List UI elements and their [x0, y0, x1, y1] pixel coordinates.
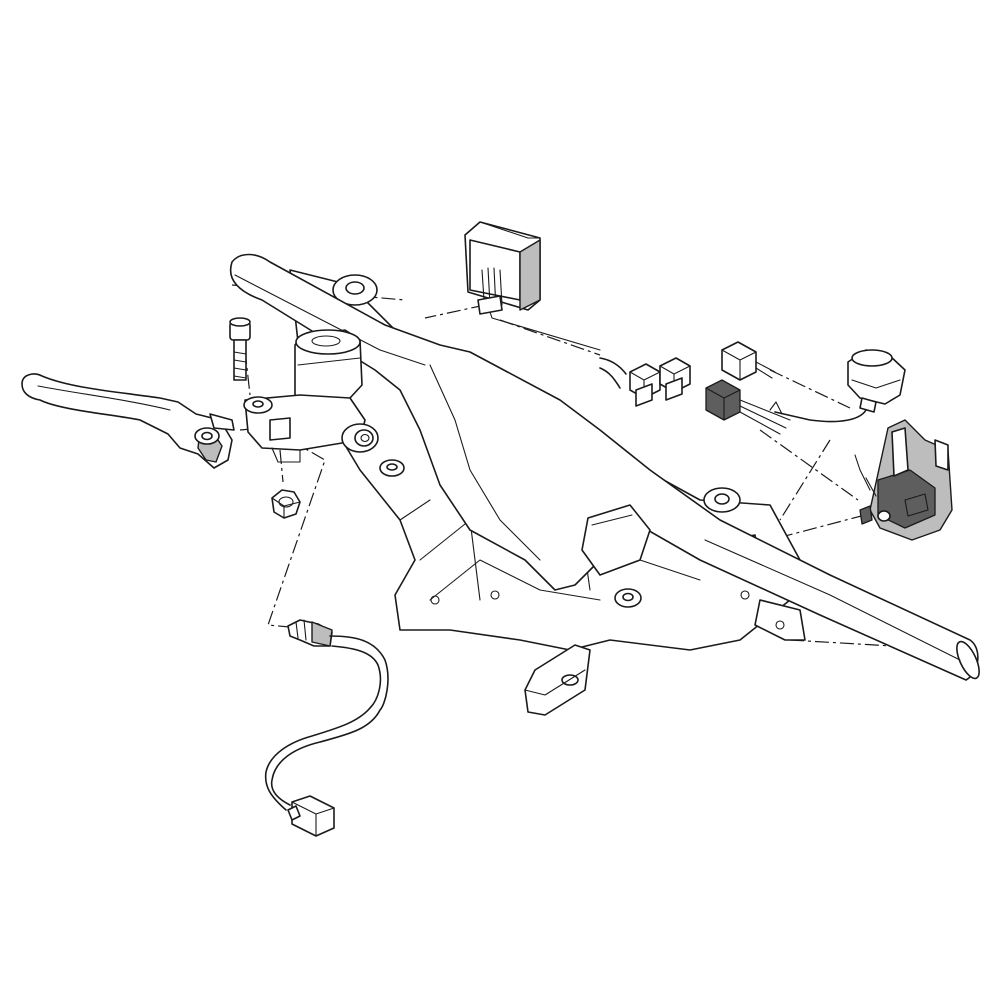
relay-connectors [599, 357, 691, 407]
mount-boss [332, 274, 378, 306]
ignition-connector-grey [705, 379, 791, 435]
ignition-switch [769, 349, 906, 423]
relay-unit [464, 221, 601, 351]
brake-master-cylinder [243, 329, 379, 463]
brake-light-switch [264, 619, 389, 811]
mount-boss [703, 487, 741, 513]
pivot-bolt [229, 317, 251, 381]
pivot-nut [271, 489, 301, 519]
switch-connector [287, 795, 335, 837]
front-brake-lever [21, 373, 235, 469]
ignition-connector-white [721, 341, 776, 381]
switch-bracket [854, 419, 953, 541]
handlebar [229, 253, 980, 681]
mount-boss [379, 459, 405, 477]
mount-boss [614, 588, 642, 608]
